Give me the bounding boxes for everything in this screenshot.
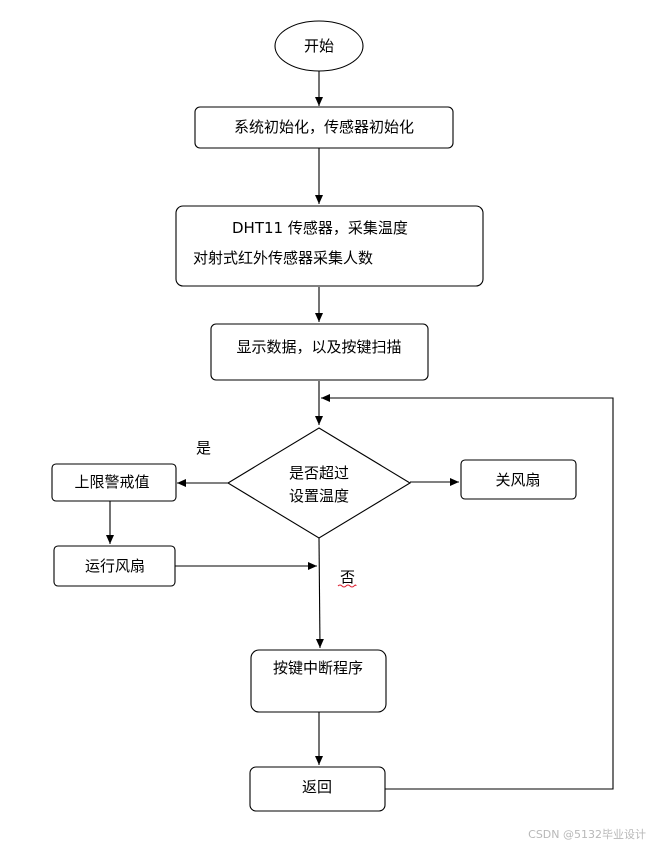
spellcheck-underline xyxy=(337,584,357,588)
fan-off-node: 关风扇 xyxy=(460,459,577,500)
yes-label: 是 xyxy=(196,439,211,457)
decision-label-line1: 是否超过 xyxy=(289,464,349,482)
arrow-decision-interrupt xyxy=(315,537,324,649)
alarm-node: 上限警戒值 xyxy=(51,463,177,502)
sensor-node: DHT11 传感器，采集温度 对射式红外传感器采集人数 xyxy=(175,205,484,287)
interrupt-node: 按键中断程序 xyxy=(250,649,387,713)
fan-on-label: 运行风扇 xyxy=(85,557,145,575)
return-label: 返回 xyxy=(302,778,332,796)
sensor-label-line1: DHT11 传感器，采集温度 xyxy=(232,219,408,237)
fan-off-label: 关风扇 xyxy=(495,471,540,489)
fan-on-node: 运行风扇 xyxy=(53,545,176,587)
decision-label-line2: 设置温度 xyxy=(289,487,349,505)
sensor-label-line2: 对射式红外传感器采集人数 xyxy=(193,249,373,267)
display-node: 显示数据，以及按键扫描 xyxy=(210,323,429,381)
alarm-label: 上限警戒值 xyxy=(74,473,149,491)
init-node: 系统初始化，传感器初始化 xyxy=(194,106,454,149)
start-label: 开始 xyxy=(304,37,334,55)
display-label: 显示数据，以及按键扫描 xyxy=(236,338,401,356)
decision-node: 是否超过 设置温度 xyxy=(226,427,412,539)
no-label: 否 xyxy=(340,568,355,586)
start-node: 开始 xyxy=(274,20,364,72)
interrupt-label: 按键中断程序 xyxy=(273,659,363,677)
return-node: 返回 xyxy=(249,766,386,812)
watermark: CSDN @5132毕业设计 xyxy=(528,828,646,841)
arrow-loop-back xyxy=(321,394,614,790)
init-label: 系统初始化，传感器初始化 xyxy=(234,118,414,136)
